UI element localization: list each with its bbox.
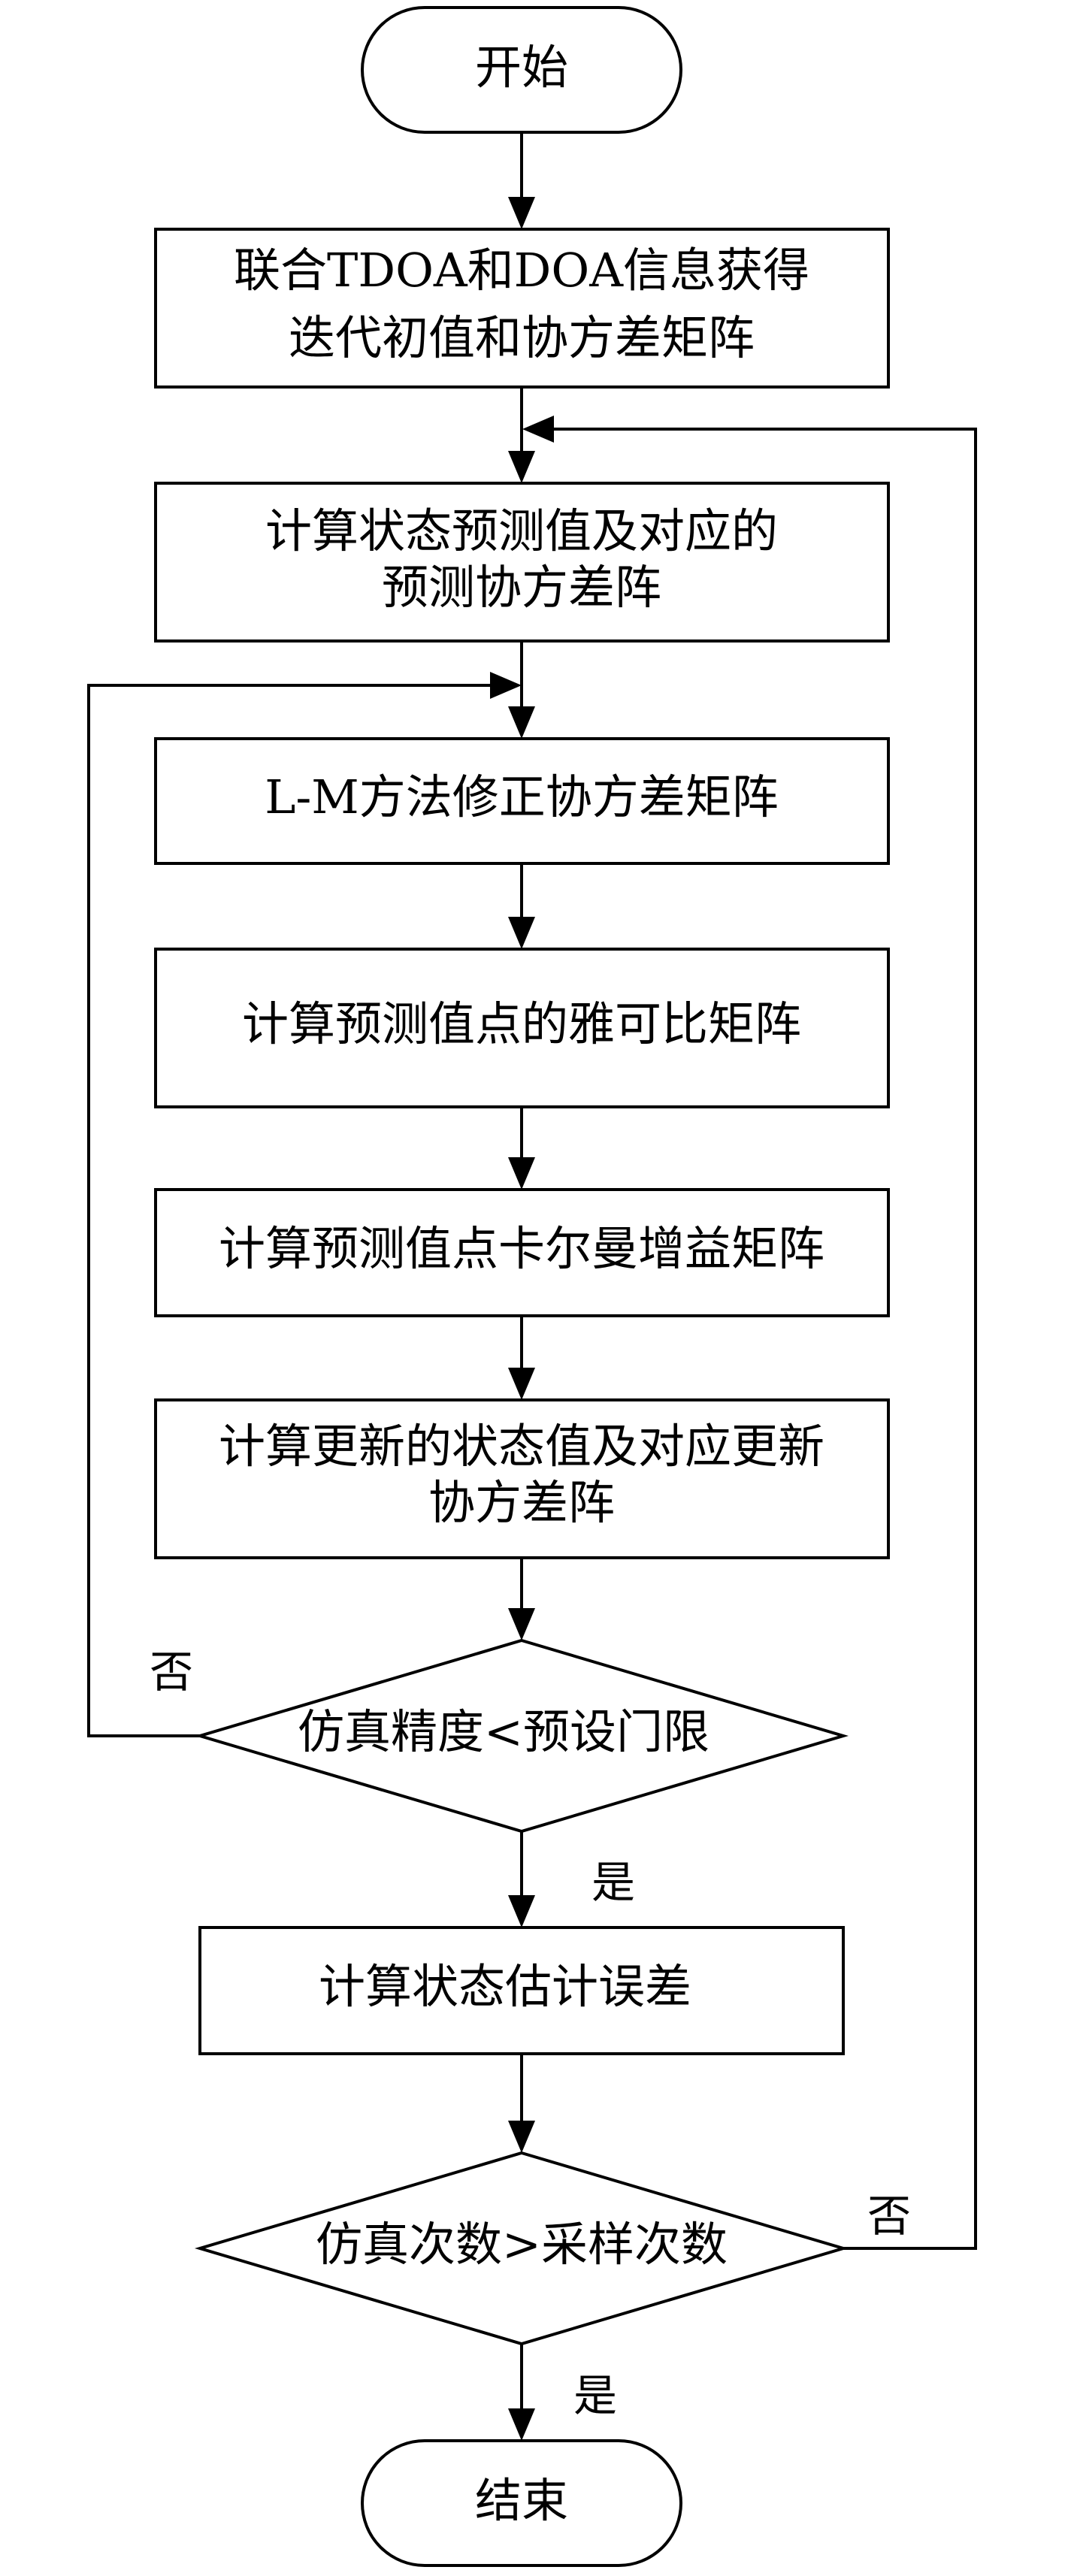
jacobian-label: 计算预测值点的雅可比矩阵 xyxy=(242,996,801,1051)
arrowhead-kalman-to-update xyxy=(508,1368,535,1400)
kalman-box: 计算预测值点卡尔曼增益矩阵 xyxy=(154,1188,890,1317)
count-yes-label: 是 xyxy=(573,2370,617,2421)
arrowhead-precision-yes-to-error xyxy=(508,1895,535,1927)
predict-label-line1: 计算状态预测值及对应的 xyxy=(265,503,778,558)
arrow-precision-no-loop xyxy=(87,684,490,1737)
arrowhead-count-yes-to-end xyxy=(508,2408,535,2441)
init-label-line2: 迭代初值和协方差矩阵 xyxy=(289,310,755,365)
count-no-label: 否 xyxy=(867,2191,911,2242)
precision-decision: 仿真精度<预设门限 xyxy=(194,1638,849,1834)
error-label: 计算状态估计误差 xyxy=(319,1959,691,2014)
arrowhead-start-to-init xyxy=(508,197,535,229)
kalman-label: 计算预测值点卡尔曼增益矩阵 xyxy=(219,1221,824,1276)
lm-box: L-M方法修正协方差矩阵 xyxy=(154,737,890,865)
error-box: 计算状态估计误差 xyxy=(198,1926,845,2055)
update-label-line1: 计算更新的状态值及对应更新 xyxy=(219,1419,824,1474)
init-label-line1: 联合TDOA和DOA信息获得 xyxy=(234,243,809,298)
arrowhead-update-to-precision xyxy=(508,1608,535,1640)
arrowhead-precision-no-loop xyxy=(490,672,522,699)
arrowhead-lm-to-jacobian xyxy=(508,917,535,949)
lm-label: L-M方法修正协方差矩阵 xyxy=(265,769,779,824)
predict-box: 计算状态预测值及对应的 预测协方差阵 xyxy=(154,482,890,642)
update-label-line2: 协方差阵 xyxy=(428,1475,615,1530)
arrowhead-count-no-loop xyxy=(522,416,554,443)
precision-label: 仿真精度<预设门限 xyxy=(298,1704,709,1759)
count-decision: 仿真次数>采样次数 xyxy=(194,2151,849,2346)
arrowhead-predict-to-lm xyxy=(508,706,535,739)
update-box: 计算更新的状态值及对应更新 协方差阵 xyxy=(154,1398,890,1559)
jacobian-box: 计算预测值点的雅可比矩阵 xyxy=(154,948,890,1108)
predict-label-line2: 预测协方差阵 xyxy=(382,560,661,615)
end-node: 结束 xyxy=(361,2439,682,2567)
init-box: 联合TDOA和DOA信息获得 迭代初值和协方差矩阵 xyxy=(154,228,890,389)
arrowhead-init-to-predict xyxy=(508,451,535,483)
arrow-count-no-loop xyxy=(554,428,977,2250)
precision-yes-label: 是 xyxy=(591,1857,635,1908)
precision-no-label: 否 xyxy=(150,1646,193,1698)
start-label: 开始 xyxy=(475,40,568,95)
end-label: 结束 xyxy=(475,2473,568,2528)
count-label: 仿真次数>采样次数 xyxy=(316,2217,728,2272)
arrowhead-jacobian-to-kalman xyxy=(508,1157,535,1190)
arrowhead-error-to-count xyxy=(508,2121,535,2153)
start-node: 开始 xyxy=(361,6,682,134)
